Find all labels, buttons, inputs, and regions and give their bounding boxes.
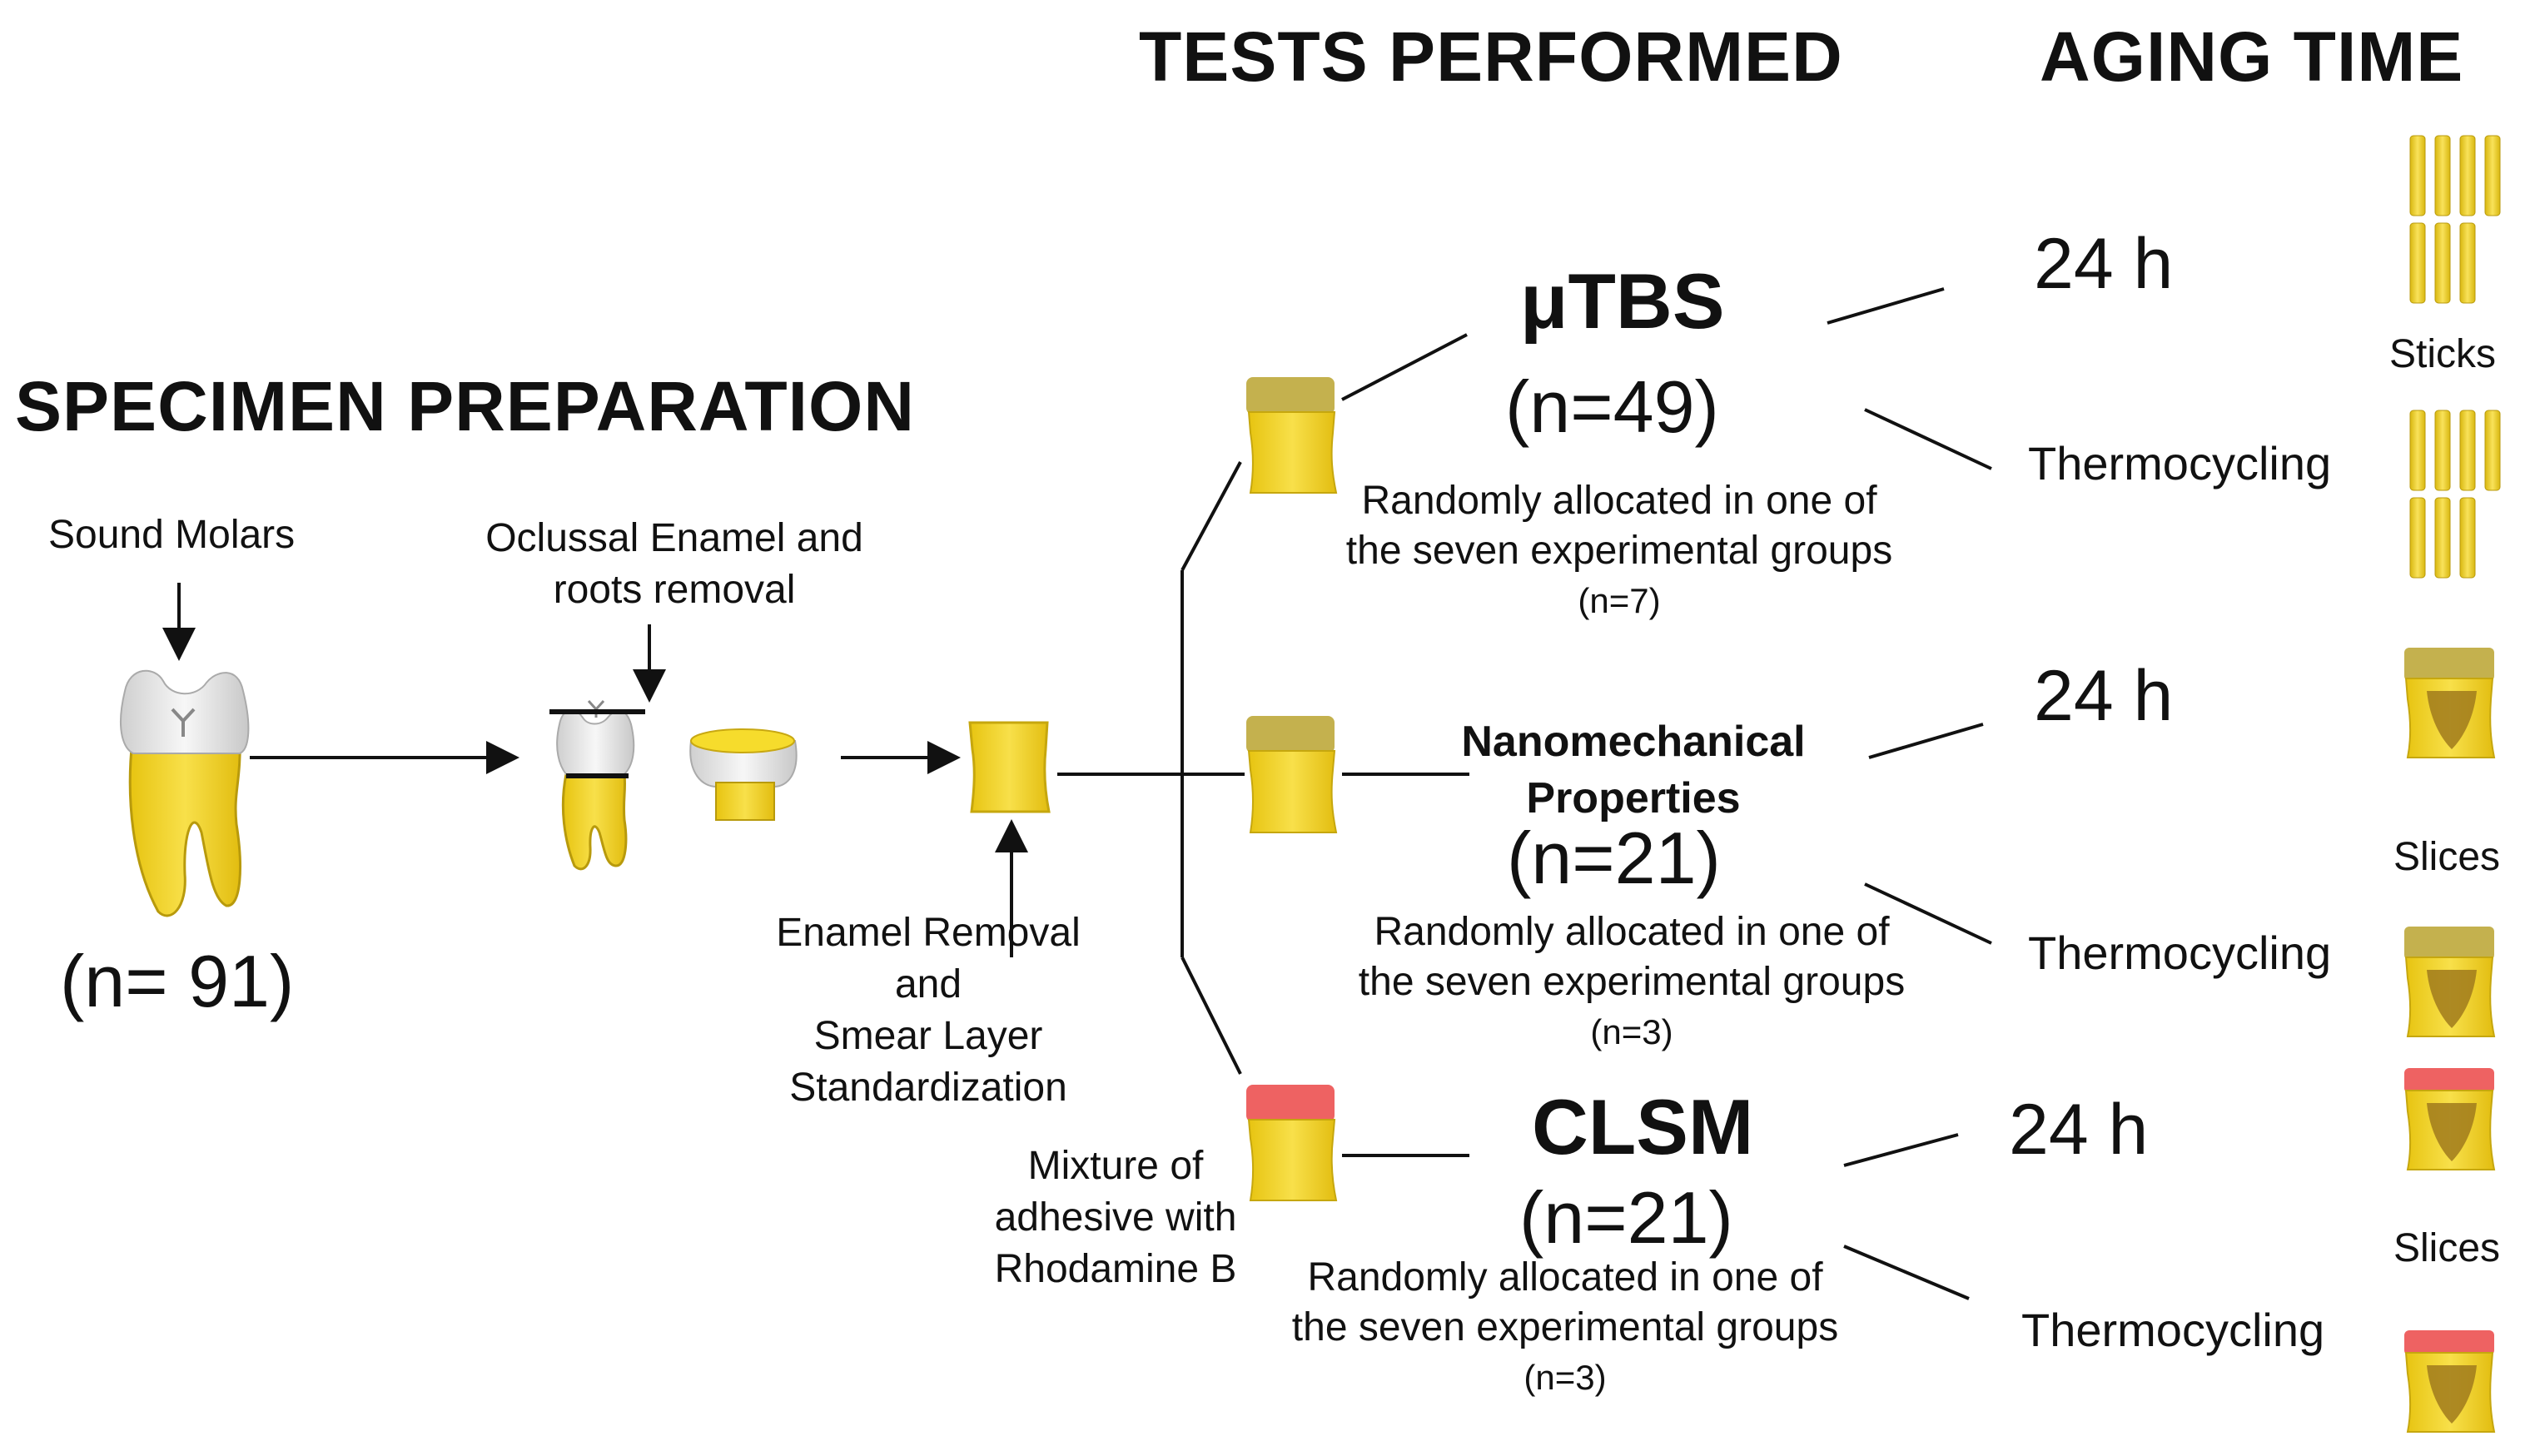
- occlusal-removal-label: Oclussal Enamel and roots removal: [466, 513, 882, 616]
- utbs-group-count: (n=7): [1578, 581, 1661, 620]
- connector-nano-thermo: [1864, 882, 1992, 945]
- connector-clsm-24h: [1843, 1133, 1959, 1167]
- occlusal-removal-line: Oclussal Enamel and: [485, 516, 863, 560]
- utbs-allocation-line: the seven experimental groups: [1345, 529, 1893, 573]
- nano-restored-block-icon: [1246, 716, 1338, 833]
- connector-utbs: [1341, 333, 1468, 401]
- clsm-group-count: (n=3): [1523, 1358, 1607, 1397]
- branch-to-clsm: [1181, 957, 1242, 1075]
- enamel-removal-line: Standardization: [789, 1066, 1067, 1110]
- clsm-thermocycling-label: Thermocycling: [2021, 1304, 2325, 1356]
- slice-clsm-thermo-icon: [2404, 1330, 2496, 1433]
- rhodamine-mixture-line: Mixture of: [1027, 1144, 1204, 1188]
- nano-title: Nanomechanical Properties: [1434, 713, 1833, 827]
- clsm-restored-block-icon: [1246, 1085, 1338, 1201]
- nano-group-count: (n=3): [1590, 1012, 1673, 1051]
- nano-title-line: Properties: [1526, 774, 1741, 822]
- slice-nano-thermo-icon: [2404, 927, 2496, 1037]
- tests-performed-heading: TESTS PERFORMED: [1139, 17, 1843, 96]
- crown-segment-icon: [689, 728, 798, 821]
- sticks-thermo-icon: [2409, 410, 2501, 579]
- nano-allocation-text: Randomly allocated in one of the seven e…: [1324, 907, 1940, 1057]
- aging-time-heading: AGING TIME: [2040, 17, 2464, 96]
- utbs-title: μTBS: [1520, 257, 1725, 345]
- clsm-allocation-text: Randomly allocated in one of the seven e…: [1257, 1253, 1873, 1403]
- slice-clsm-24h-icon: [2404, 1068, 2496, 1170]
- rhodamine-mixture-line: Rhodamine B: [994, 1247, 1237, 1291]
- dentin-block-icon: [968, 721, 1051, 813]
- total-specimen-count: (n= 91): [60, 940, 295, 1022]
- slice-nano-24h-icon: [2404, 648, 2496, 758]
- sound-molar-icon: [119, 669, 250, 917]
- branch-to-utbs: [1181, 461, 1242, 571]
- clsm-slices-label: Slices: [2393, 1226, 2501, 1270]
- utbs-allocation-line: Randomly allocated in one of: [1361, 479, 1877, 523]
- specimen-preparation-heading: SPECIMEN PREPARATION: [15, 367, 915, 445]
- sectioned-molar-icon: [549, 699, 645, 871]
- enamel-removal-line: Smear Layer: [813, 1014, 1043, 1058]
- connector-clsm-thermo: [1843, 1245, 1970, 1300]
- clsm-title: CLSM: [1532, 1083, 1754, 1170]
- nano-count: (n=21): [1507, 817, 1721, 899]
- enamel-removal-line: and: [894, 962, 962, 1006]
- connector-utbs-24h: [1827, 287, 1945, 325]
- sticks-24h-icon: [2409, 135, 2501, 304]
- clsm-count: (n=21): [1519, 1176, 1733, 1259]
- clsm-allocation-line: the seven experimental groups: [1291, 1305, 1839, 1349]
- rhodamine-mixture-label: Mixture of adhesive with Rhodamine B: [966, 1140, 1265, 1295]
- enamel-removal-label: Enamel Removal and Smear Layer Standardi…: [753, 907, 1103, 1114]
- clsm-allocation-line: Randomly allocated in one of: [1307, 1255, 1823, 1299]
- nano-slices-label: Slices: [2393, 835, 2501, 879]
- nano-24h-label: 24 h: [2034, 656, 2174, 736]
- utbs-allocation-text: Randomly allocated in one of the seven e…: [1311, 476, 1927, 626]
- connector-utbs-thermo: [1864, 408, 1992, 470]
- enamel-removal-line: Enamel Removal: [776, 911, 1081, 955]
- utbs-sticks-label: Sticks: [2389, 332, 2497, 376]
- clsm-24h-label: 24 h: [2009, 1090, 2149, 1170]
- utbs-thermocycling-label: Thermocycling: [2028, 437, 2332, 489]
- utbs-restored-block-icon: [1246, 377, 1338, 494]
- nano-title-line: Nanomechanical: [1461, 718, 1806, 766]
- sound-molars-label: Sound Molars: [48, 513, 296, 557]
- utbs-count: (n=49): [1505, 365, 1719, 448]
- nano-allocation-line: the seven experimental groups: [1358, 960, 1906, 1004]
- occlusal-removal-line: roots removal: [553, 568, 796, 612]
- utbs-24h-label: 24 h: [2034, 224, 2174, 304]
- rhodamine-mixture-line: adhesive with: [994, 1195, 1237, 1240]
- nano-allocation-line: Randomly allocated in one of: [1374, 910, 1890, 954]
- nano-thermocycling-label: Thermocycling: [2028, 927, 2332, 979]
- connector-nano-24h: [1868, 723, 1984, 759]
